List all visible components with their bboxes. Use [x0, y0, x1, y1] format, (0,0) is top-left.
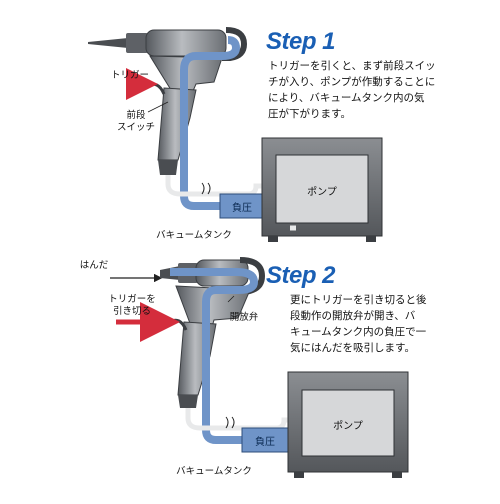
step2-diagram — [110, 257, 409, 478]
step1-description: トリガーを引くと、まず前段スイッ チが入り、ポンプが作動することに により、バキ… — [268, 60, 436, 120]
step2-valve-leader — [227, 295, 235, 303]
step2-vacuum-tank — [241, 427, 289, 453]
step1-vacuum-tube — [180, 36, 240, 210]
step1-switch-label: 前段 スイッチ — [116, 110, 155, 133]
step2-description: 更にトリガーを引き切ると後 段動作の開放弁が開き、バ キュームタンク内の負圧で一… — [290, 294, 427, 354]
step1-tank-label: 負圧 — [232, 203, 252, 214]
step1-trigger-label: トリガー — [110, 70, 149, 81]
step2-title: Step 2 — [266, 262, 336, 289]
step2-break-marks — [225, 416, 235, 429]
step1-title: Step 1 — [266, 28, 336, 55]
step2-pump-housing — [287, 371, 409, 478]
step2-vacuum-tube — [170, 268, 258, 444]
step1-vacuum-tank-label: バキュームタンク — [156, 230, 232, 241]
step2-valve-label: 開放弁 — [229, 312, 259, 323]
step2-cord — [185, 408, 290, 431]
step2-tank-label: 負圧 — [255, 437, 275, 448]
step2-trigger-label: トリガーを 引き切る — [108, 294, 156, 317]
step2-vacuum-tank-label: バキュームタンク — [176, 466, 252, 477]
step1-break-marks — [201, 182, 211, 195]
step2-solder-label: はんだ — [79, 260, 109, 271]
step1-diagram — [88, 27, 383, 242]
step2-pump-label: ポンプ — [333, 421, 363, 432]
step1-switch-leader — [147, 101, 169, 113]
step1-cord — [165, 175, 262, 197]
step1-pump-label: ポンプ — [307, 187, 337, 198]
step1-pump-housing — [261, 137, 383, 242]
